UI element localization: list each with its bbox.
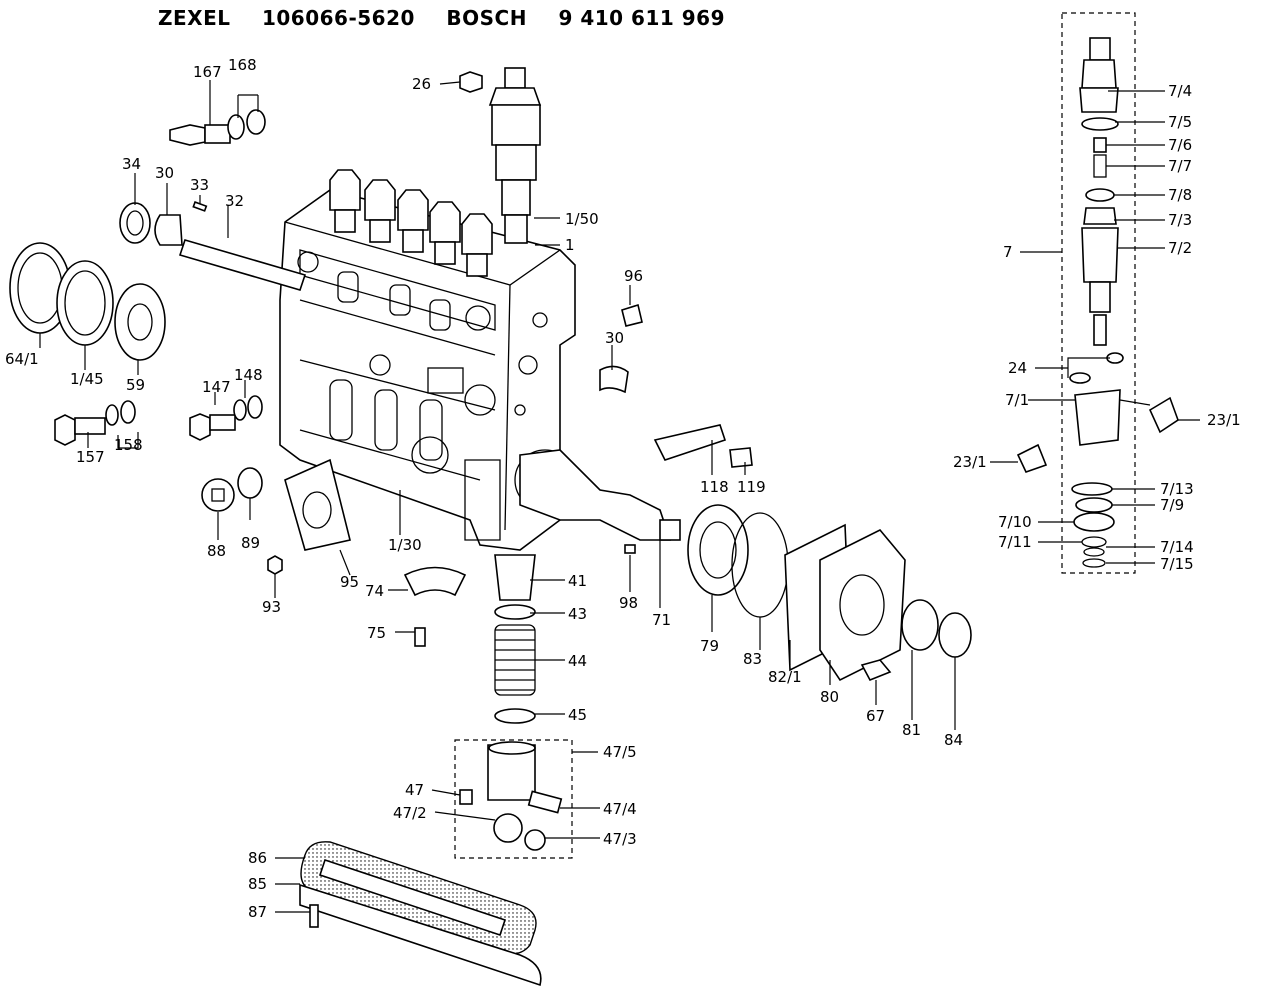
label-26: 26 [412, 75, 431, 93]
label-47-2: 47/2 [393, 804, 427, 822]
label-79: 79 [700, 637, 719, 655]
label-118: 118 [700, 478, 729, 496]
diagram-header: ZEXEL 106066-5620 BOSCH 9 410 611 969 [158, 6, 749, 30]
label-84: 84 [944, 731, 963, 749]
label-88: 88 [207, 542, 226, 560]
label-67: 67 [866, 707, 885, 725]
label-44: 44 [568, 652, 587, 670]
header-maker-bosch: BOSCH [446, 6, 527, 30]
label-119: 119 [737, 478, 766, 496]
label-47-4: 47/4 [603, 800, 637, 818]
label-7-15: 7/15 [1160, 555, 1194, 573]
label-75: 75 [367, 624, 386, 642]
label-45: 45 [568, 706, 587, 724]
label-7-4: 7/4 [1168, 82, 1192, 100]
label-83: 83 [743, 650, 762, 668]
label-82-1: 82/1 [768, 668, 802, 686]
label-7-8: 7/8 [1168, 186, 1192, 204]
label-86: 86 [248, 849, 267, 867]
label-81: 81 [902, 721, 921, 739]
label-7-11: 7/11 [998, 533, 1032, 551]
label-59: 59 [126, 376, 145, 394]
label-7-5: 7/5 [1168, 113, 1192, 131]
label-30-left: 30 [155, 164, 174, 182]
label-158: 158 [114, 436, 143, 454]
label-7-10: 7/10 [998, 513, 1032, 531]
part-labels: 26 167 168 34 30 33 32 1/50 1 96 30 64/1… [5, 56, 1241, 921]
label-95: 95 [340, 573, 359, 591]
label-23-1-left: 23/1 [953, 453, 987, 471]
bottom-cover-gasket [299, 841, 542, 987]
camshaft-and-coupling [519, 303, 972, 682]
tappet-spring-stack [454, 554, 573, 859]
label-74: 74 [365, 582, 384, 600]
label-23-1-right: 23/1 [1207, 411, 1241, 429]
header-code-bosch: 9 410 611 969 [558, 6, 726, 30]
label-7-2: 7/2 [1168, 239, 1192, 257]
label-30-right: 30 [605, 329, 624, 347]
label-32: 32 [225, 192, 244, 210]
label-47-3: 47/3 [603, 830, 637, 848]
label-98: 98 [619, 594, 638, 612]
label-7-1: 7/1 [1005, 391, 1029, 409]
header-code-zexel: 106066-5620 [261, 6, 415, 30]
label-24: 24 [1008, 359, 1027, 377]
label-64-1: 64/1 [5, 350, 39, 368]
label-93: 93 [262, 598, 281, 616]
label-167: 167 [193, 63, 222, 81]
label-1-50: 1/50 [565, 210, 599, 228]
label-7-13: 7/13 [1160, 480, 1194, 498]
label-41: 41 [568, 572, 587, 590]
leader-lines [39, 80, 1200, 913]
label-1: 1 [565, 236, 575, 254]
label-85: 85 [248, 875, 267, 893]
label-7-3: 7/3 [1168, 211, 1192, 229]
label-89: 89 [241, 534, 260, 552]
label-157: 157 [76, 448, 105, 466]
label-80: 80 [820, 688, 839, 706]
label-7-9: 7/9 [1160, 496, 1184, 514]
label-7-14: 7/14 [1160, 538, 1194, 556]
label-147: 147 [202, 378, 231, 396]
label-168: 168 [228, 56, 257, 74]
label-33: 33 [190, 176, 209, 194]
label-47: 47 [405, 781, 424, 799]
label-7: 7 [1003, 243, 1013, 261]
pumping-element-assembly [1016, 12, 1179, 574]
label-96: 96 [624, 267, 643, 285]
header-maker-zexel: ZEXEL [158, 6, 231, 30]
delivery-valve-assembly-top [459, 67, 542, 244]
label-1-45: 1/45 [70, 370, 104, 388]
delivery-valve-holders [329, 169, 493, 277]
label-148: 148 [234, 366, 263, 384]
left-side-parts [9, 109, 467, 647]
label-71: 71 [652, 611, 671, 629]
label-7-7: 7/7 [1168, 157, 1192, 175]
label-43: 43 [568, 605, 587, 623]
label-47-5: 47/5 [603, 743, 637, 761]
label-87: 87 [248, 903, 267, 921]
label-34: 34 [122, 155, 141, 173]
label-7-6: 7/6 [1168, 136, 1192, 154]
label-1-30: 1/30 [388, 536, 422, 554]
